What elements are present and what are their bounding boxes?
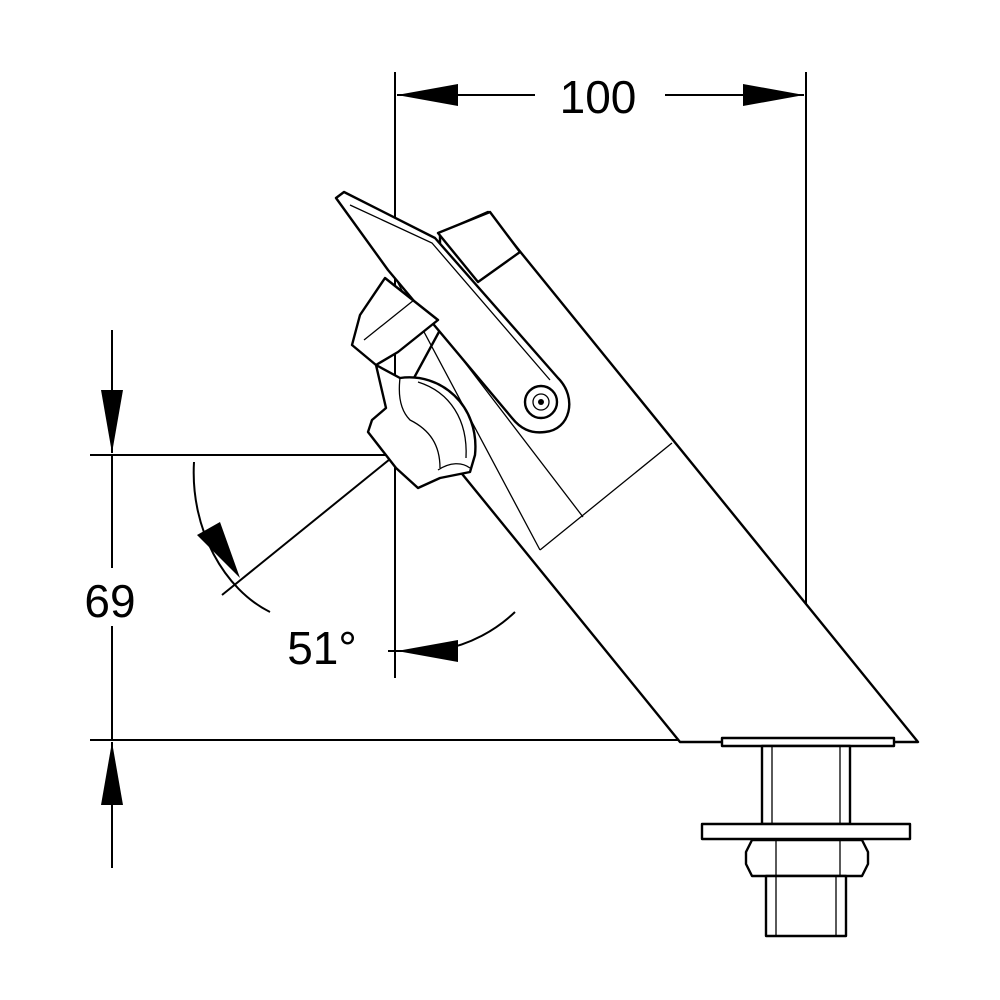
lever-handle-inner-edge <box>349 204 551 381</box>
angle-arrow-right <box>397 640 458 662</box>
height-label: 69 <box>84 575 135 627</box>
pivot-screw-center <box>538 399 544 405</box>
outlet-spout-curve-2 <box>417 381 467 459</box>
outlet-spout-tip <box>437 463 471 471</box>
height-arrow-bottom <box>101 742 123 805</box>
angle-label: 51° <box>287 622 357 674</box>
threaded-shank-lower <box>764 874 848 938</box>
lever-side-block-line <box>363 299 415 341</box>
angle-arrow-left <box>197 522 240 578</box>
threaded-shank-upper <box>760 744 852 826</box>
width-label: 100 <box>560 71 637 123</box>
body-section-line <box>539 442 673 551</box>
sensor-housing-top <box>436 210 522 284</box>
height-arrow-top <box>101 390 123 453</box>
width-dimension: 100 <box>394 71 807 742</box>
outlet-spout <box>366 363 477 490</box>
pivot-screw-inner <box>532 393 550 411</box>
angle-dimension: 51° <box>192 454 516 674</box>
width-arrow-right <box>743 84 804 106</box>
height-dimension: 69 <box>84 330 680 868</box>
angle-extension-line <box>221 454 396 596</box>
lever-handle <box>334 190 571 434</box>
mounting-hardware <box>700 736 912 938</box>
outlet-spout-curve <box>398 377 441 469</box>
hex-nut <box>744 838 870 878</box>
width-arrow-left <box>397 84 458 106</box>
faucet-body <box>334 190 920 744</box>
washer <box>700 822 912 841</box>
angle-arc-left <box>192 461 271 613</box>
